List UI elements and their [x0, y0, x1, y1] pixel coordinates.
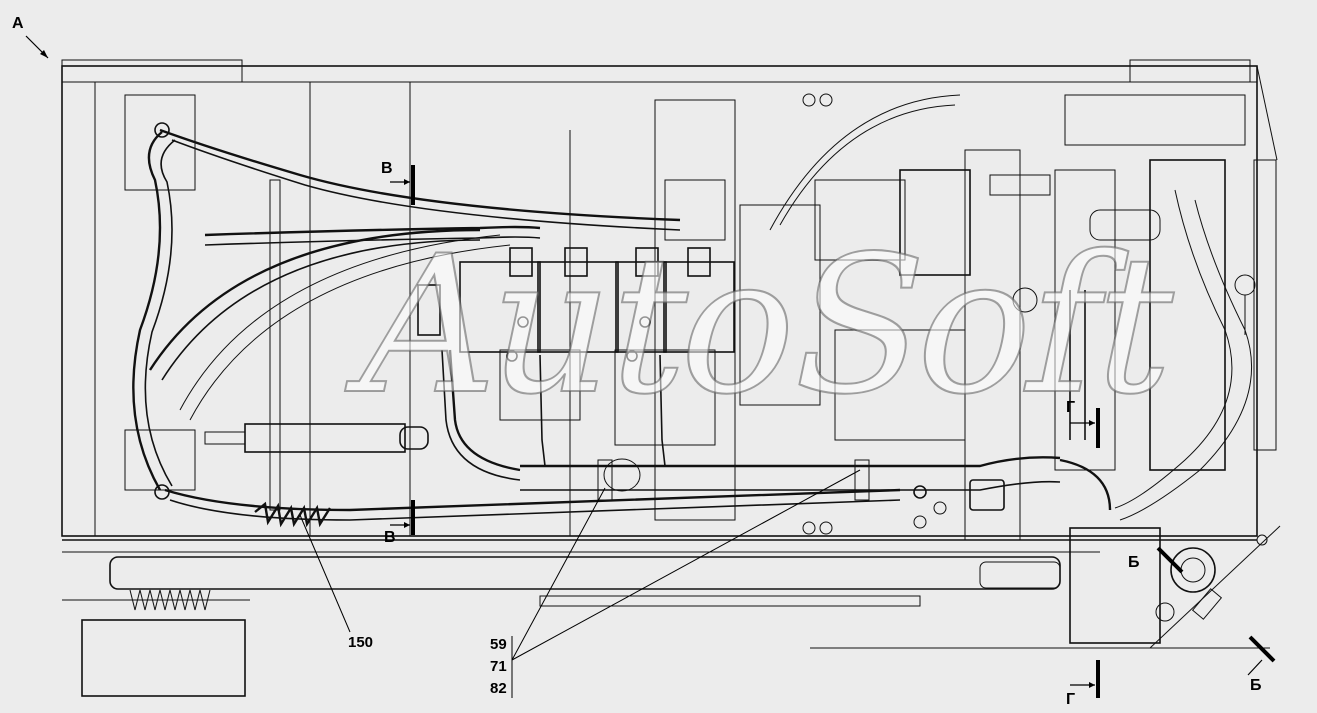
fittings [154, 93, 1268, 546]
spiral-guard [254, 501, 332, 528]
bottom-rail [62, 525, 1281, 697]
section-b-bottom-label: Б [1250, 677, 1262, 694]
view-arrow [25, 35, 49, 59]
section-v-top-label: В [381, 160, 393, 177]
callout-150: 150 [348, 634, 374, 651]
callout-71: 71 [490, 658, 507, 675]
section-g-mid-label: Г [1066, 399, 1076, 416]
left-structure [124, 82, 571, 536]
chassis-frame [61, 59, 1278, 553]
view-marker-label: А [12, 15, 24, 32]
section-cut-marks [390, 165, 1276, 698]
callout-82: 82 [490, 680, 507, 697]
engine-area [739, 94, 1256, 541]
section-v-bottom-label: В [384, 529, 396, 546]
cylinder [204, 423, 429, 453]
section-b-mid-label: Б [1128, 554, 1140, 571]
section-g-bottom-label: Г [1066, 691, 1076, 708]
hoses [132, 128, 1112, 521]
callout-59: 59 [490, 636, 507, 653]
tank [1069, 527, 1223, 644]
leader-lines [299, 469, 861, 698]
valve-blocks [417, 99, 736, 521]
